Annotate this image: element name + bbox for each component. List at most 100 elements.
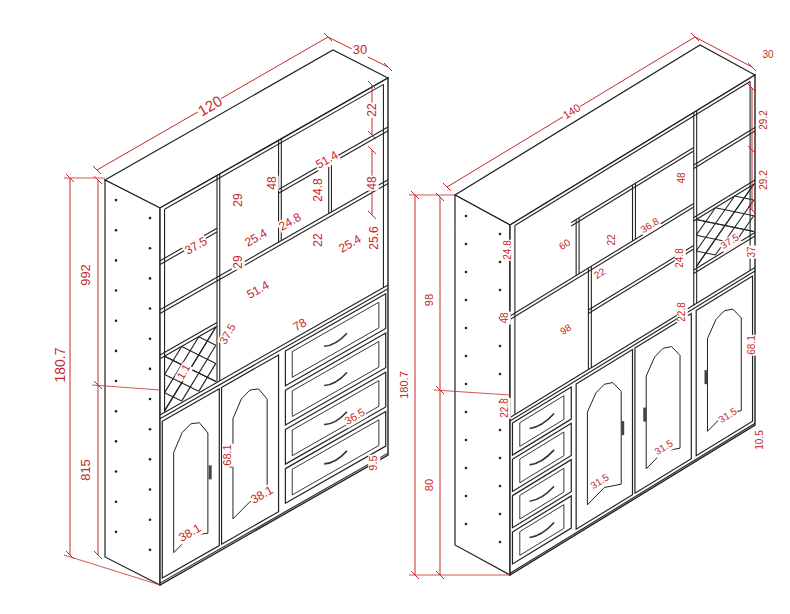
board-edge <box>694 128 755 166</box>
board-edge <box>199 337 216 345</box>
dimension-tick <box>324 33 332 41</box>
board-edge <box>694 131 755 169</box>
dimension-line <box>98 180 99 385</box>
screw-dot <box>149 398 152 401</box>
dimension-label: 80 <box>424 478 436 492</box>
dimension-label: 815 <box>79 458 93 482</box>
board-edge <box>217 184 388 282</box>
dimension-tick <box>93 166 101 174</box>
dimension-label: 29 <box>232 192 245 207</box>
cabinet-door <box>222 355 279 544</box>
dimension-label: 25.6 <box>368 225 381 250</box>
screw-dot <box>499 373 502 376</box>
screw-dot <box>149 458 152 461</box>
board-edge <box>510 204 694 317</box>
board-edge <box>219 174 220 381</box>
drawer-front <box>285 411 385 503</box>
door-handle <box>643 408 646 422</box>
screw-dot <box>465 299 468 302</box>
door-handle <box>621 421 624 435</box>
board-edge <box>160 453 388 583</box>
board-edge <box>750 82 751 271</box>
dimension-label: 992 <box>79 263 93 287</box>
dimension-tick <box>691 33 699 41</box>
drawer-handle <box>530 522 555 537</box>
board-edge <box>199 363 216 391</box>
drawer-handle <box>324 333 347 346</box>
screw-dot <box>115 259 118 262</box>
dimension-tick <box>443 183 451 191</box>
dimension-label: 9.5 <box>368 454 380 471</box>
screw-dot <box>149 337 152 340</box>
dimension-line <box>752 88 753 150</box>
extension-line <box>409 195 455 196</box>
screw-dot <box>149 428 152 431</box>
board-edge <box>510 423 755 573</box>
drawer-handle <box>530 450 555 465</box>
door-panel <box>587 383 621 505</box>
screw-dot <box>149 549 152 552</box>
board-edge <box>510 207 694 320</box>
board-edge <box>696 184 754 267</box>
screw-dot <box>149 488 152 491</box>
screw-dot <box>499 513 502 516</box>
dimension-tick <box>94 551 102 559</box>
cabinet-front <box>510 75 755 575</box>
dimension-tick <box>368 131 376 139</box>
screw-dot <box>465 523 468 526</box>
dimension-tick <box>436 193 444 201</box>
door-handle <box>705 370 708 384</box>
dimension-label: 22 <box>366 102 379 117</box>
screw-dot <box>499 541 502 544</box>
extension-line <box>64 555 160 585</box>
dimension-label: 68.1 <box>222 443 234 466</box>
screw-dot <box>115 470 118 473</box>
extension-line <box>409 575 510 576</box>
board-edge <box>588 268 589 370</box>
screw-dot <box>465 271 468 274</box>
drawer-handle <box>324 372 347 385</box>
drawer-panel <box>520 505 564 556</box>
extension-line <box>434 390 510 395</box>
door-panel <box>707 309 741 431</box>
dimension-tick <box>368 81 376 89</box>
screw-dot <box>149 368 152 371</box>
dimension-label: 48 <box>366 175 379 190</box>
dimension-label: 37 <box>747 245 758 258</box>
screw-dot <box>149 277 152 280</box>
screw-dot <box>115 199 118 202</box>
screw-dot <box>115 289 118 292</box>
screw-dot <box>115 319 118 322</box>
screw-dot <box>499 345 502 348</box>
cabinet-side <box>455 195 510 575</box>
board-edge <box>165 84 384 209</box>
screw-dot <box>465 327 468 330</box>
board-edge <box>160 277 217 310</box>
dimension-label: 22.8 <box>500 397 511 418</box>
dimension-label: 24.8 <box>312 177 325 202</box>
dimension-line <box>328 37 388 67</box>
screw-dot <box>115 531 118 534</box>
board-edge <box>514 226 515 415</box>
dimension-tick <box>384 63 392 71</box>
screw-dot <box>465 215 468 218</box>
dimension-tick <box>368 211 376 219</box>
screw-dot <box>499 429 502 432</box>
dimension-label: 30 <box>352 43 368 57</box>
screw-dot <box>149 518 152 521</box>
dimension-tick <box>691 33 699 41</box>
dimension-label: 48 <box>677 171 688 184</box>
screw-dot <box>465 355 468 358</box>
dimension-tick <box>748 84 756 92</box>
dimension-tick <box>324 33 332 41</box>
board-edge <box>694 184 755 222</box>
board-edge <box>576 220 577 276</box>
screw-dot <box>465 243 468 246</box>
cabinet-door <box>576 350 632 530</box>
screw-dot <box>499 485 502 488</box>
cabinet-door <box>162 389 219 578</box>
dimension-line <box>415 195 416 575</box>
drawer-handle <box>530 486 555 501</box>
board-edge <box>217 180 388 278</box>
